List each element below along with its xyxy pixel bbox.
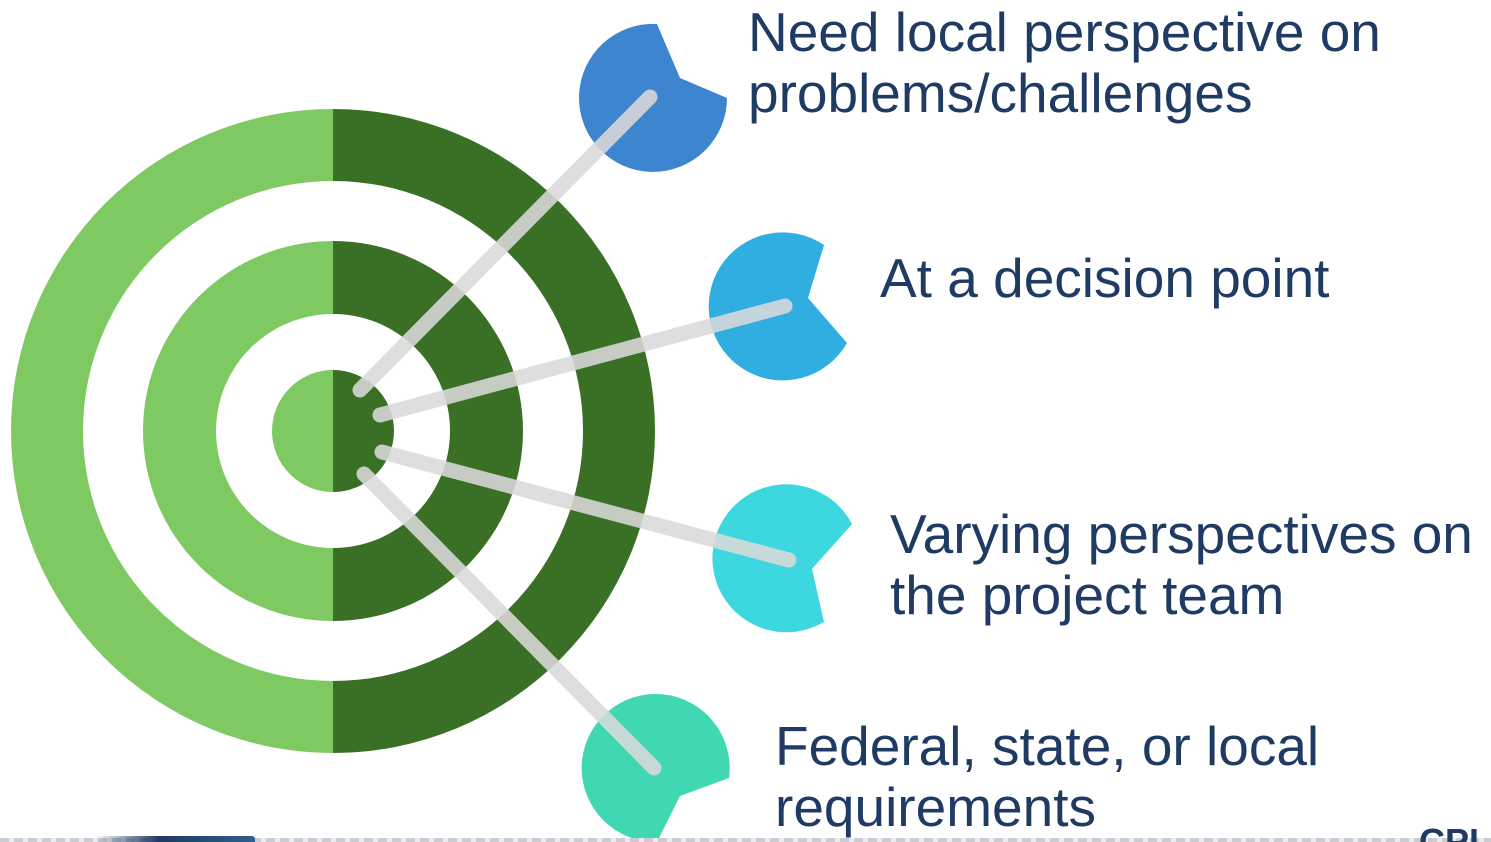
label-varying-perspectives-line-1: Varying perspectives on [890,503,1473,565]
dart-icon-1 [352,23,727,398]
label-decision-point-line-1: At a decision point [880,247,1330,309]
label-local-perspective-line-1: Need local perspective on [748,1,1381,63]
label-requirements: Federal, state, or local requirements [775,716,1319,838]
label-decision-point: At a decision point [880,248,1329,309]
label-requirements-line-2: requirements [775,776,1096,838]
label-varying-perspectives: Varying perspectives on the project team [890,504,1473,626]
dart-icon-2 [372,232,847,423]
dart-icon-4 [356,466,730,842]
footer-divider [0,838,1491,842]
label-varying-perspectives-line-2: the project team [890,564,1285,626]
logo-text: CPI [1419,824,1479,842]
label-local-perspective: Need local perspective on problems/chall… [748,2,1381,124]
logo: CPI [1419,824,1491,842]
footer-accent [95,836,255,842]
dart-icon-3 [374,444,852,633]
label-requirements-line-1: Federal, state, or local [775,715,1320,777]
bullseye-target-icon [11,109,655,753]
logo-icon: CPI [1419,824,1479,842]
label-local-perspective-line-2: problems/challenges [748,62,1253,124]
